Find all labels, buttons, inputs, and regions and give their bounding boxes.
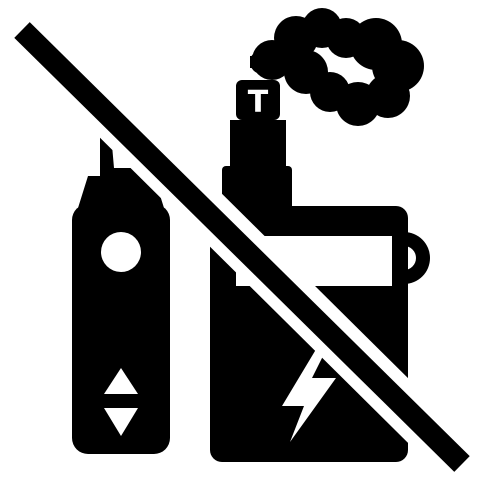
fire-button-icon [101, 232, 141, 272]
vapor-cloud-icon [250, 8, 424, 126]
arrow-down-icon [104, 408, 138, 436]
lightning-bolt-icon [282, 346, 336, 442]
prohibition-slash [14, 22, 470, 472]
svg-text:T: T [248, 85, 269, 120]
arrow-up-icon [104, 368, 138, 394]
